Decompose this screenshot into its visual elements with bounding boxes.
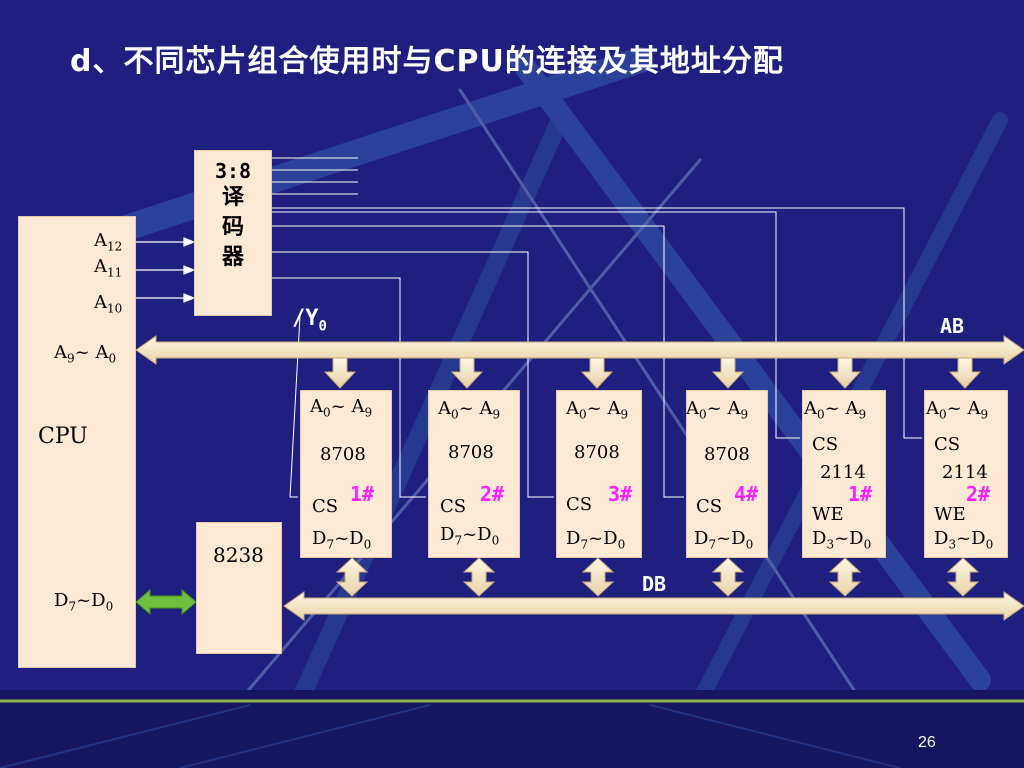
chip6-cs: CS <box>934 434 961 455</box>
ab-label: AB <box>940 314 965 338</box>
chip6-data: D3~D0 <box>934 528 994 552</box>
chip-8708-1 <box>300 390 392 558</box>
pin-a9-a0: A9~ A0 <box>54 342 117 366</box>
chip4-model: 8708 <box>704 444 750 465</box>
address-input-arrows <box>136 237 196 303</box>
chip2-model: 8708 <box>448 442 494 463</box>
chip5-number: 1# <box>848 482 873 506</box>
cpu-block <box>18 216 136 668</box>
transceiver-label: 8238 <box>213 543 264 567</box>
chip-2114-2 <box>924 390 1008 558</box>
chip2-number: 2# <box>480 482 505 506</box>
ab-to-chip-arrows <box>323 357 982 389</box>
decoder-output-lines <box>272 157 922 498</box>
db-label: DB <box>642 572 667 596</box>
chip1-model: 8708 <box>320 444 366 465</box>
chip4-cs: CS <box>696 496 723 517</box>
chip3-model: 8708 <box>574 442 620 463</box>
data-bus <box>283 591 1024 621</box>
y0-label: /Y0 <box>292 306 327 335</box>
chip-2114-1 <box>802 390 886 558</box>
decoder-char-1: 译 <box>221 185 244 210</box>
chip4-number: 4# <box>734 482 759 506</box>
slide-title: d、不同芯片组合使用时与CPU的连接及其地址分配 <box>70 44 784 79</box>
chip-to-db-arrows <box>335 557 980 597</box>
chip6-addr: A0~ A9 <box>926 398 989 422</box>
chip2-addr: A0~ A9 <box>438 398 501 422</box>
chip-8708-2 <box>428 390 520 558</box>
decoder-char-3: 器 <box>221 245 244 270</box>
chip-8708-4 <box>686 390 768 558</box>
chip5-cs: CS <box>812 434 839 455</box>
cpu-to-8238-arrow <box>135 588 197 616</box>
chip2-cs: CS <box>440 496 467 517</box>
chip5-data: D3~D0 <box>812 528 872 552</box>
address-bus <box>135 335 1024 365</box>
pin-a12: A12 <box>94 230 123 254</box>
pin-d7-d0: D7~D0 <box>54 590 114 614</box>
chip6-number: 2# <box>966 482 991 506</box>
chip6-model: 2114 <box>942 462 988 483</box>
chip1-addr: A0~ A9 <box>310 396 373 420</box>
chip4-data: D7~D0 <box>694 528 754 552</box>
chip3-addr: A0~ A9 <box>566 398 629 422</box>
pin-a10: A10 <box>94 292 123 316</box>
cpu-label: CPU <box>38 424 88 449</box>
chip2-data: D7~D0 <box>440 524 500 548</box>
chip5-addr: A0~ A9 <box>804 398 867 422</box>
chip3-data: D7~D0 <box>566 528 626 552</box>
transceiver-8238: 8238 <box>196 522 282 654</box>
chip3-cs: CS <box>566 494 593 515</box>
decoder-char-2: 码 <box>221 215 244 240</box>
chip5-we: WE <box>812 504 844 525</box>
chip1-cs: CS <box>312 496 339 517</box>
chip1-data: D7~D0 <box>312 528 372 552</box>
pin-a11: A11 <box>94 256 123 280</box>
chip1-number: 1# <box>350 482 375 506</box>
page-number: 26 <box>918 734 936 751</box>
chip-8708-3 <box>556 390 642 558</box>
decoder-block: 3:8 译 码 器 <box>194 150 272 316</box>
decoder-ratio: 3:8 <box>214 159 252 183</box>
chip4-addr: A0~ A9 <box>686 398 749 422</box>
chip3-number: 3# <box>608 482 633 506</box>
chip5-model: 2114 <box>820 462 866 483</box>
chip6-we: WE <box>934 504 966 525</box>
